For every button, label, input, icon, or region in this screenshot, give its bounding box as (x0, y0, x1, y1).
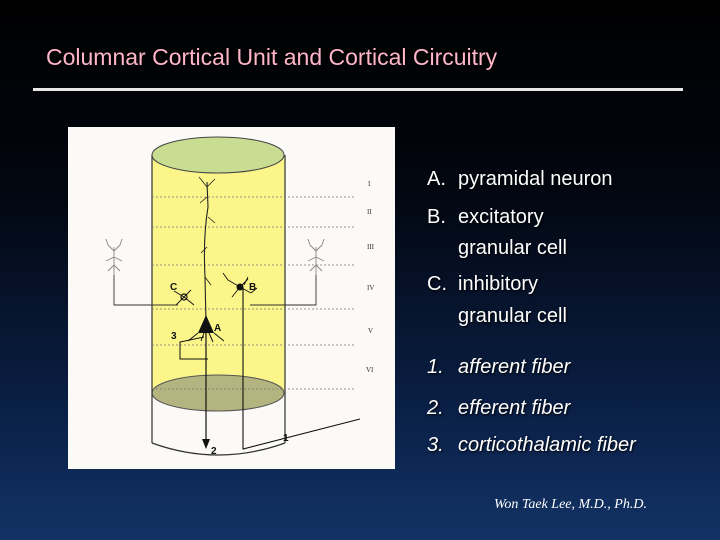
fiber-label-2: 2 (211, 446, 217, 457)
legend-item-b: B. excitatory (427, 206, 544, 229)
legend-text-3: corticothalamic fiber (458, 434, 636, 456)
layer-label-5: V (368, 327, 373, 335)
left-lateral-connection (113, 275, 178, 306)
legend-text-b-line2: granular cell (458, 237, 567, 259)
legend-key-2: 2. (427, 397, 444, 419)
right-side-neuron (307, 238, 325, 275)
column-top-cap (151, 136, 285, 174)
afferent-fiber (242, 287, 361, 450)
legend-item-c: C. inhibitory (427, 273, 538, 296)
inhibitory-cell-dendrites (173, 289, 195, 306)
pyramidal-neuron-soma (198, 315, 214, 333)
legend-key-b: B. (427, 206, 446, 228)
apical-dendrite (203, 181, 209, 324)
excitatory-cell-dendrites (222, 272, 258, 298)
legend-text-1: afferent fiber (458, 356, 571, 378)
column-bottom-rim (151, 442, 286, 456)
legend-text-a: pyramidal neuron (458, 168, 613, 190)
corticothalamic-fiber (179, 336, 208, 360)
right-lateral-connection (250, 275, 317, 306)
legend-item-fiber-3: 3. corticothalamic fiber (427, 434, 636, 457)
slide-title: Columnar Cortical Unit and Cortical Circ… (46, 44, 498, 70)
legend-item-fiber-1: 1. afferent fiber (427, 356, 570, 379)
fiber-label-3: 3 (171, 331, 177, 342)
legend-key-a: A. (427, 168, 446, 190)
cortical-column-diagram: I II III IV V VI A 2 3 1 B C (105, 136, 375, 457)
efferent-arrowhead (202, 439, 210, 449)
legend-key-c: C. (427, 273, 447, 295)
cortical-column-figure: I II III IV V VI A 2 3 1 B C (68, 127, 395, 469)
legend-item-a: A. pyramidal neuron (427, 168, 613, 191)
legend-text-b-line1: excitatory (458, 206, 544, 228)
left-side-neuron (105, 238, 123, 275)
legend-key-1: 1. (427, 356, 444, 378)
column-base (151, 374, 285, 412)
layer-label-2: II (367, 208, 372, 216)
legend-key-3: 3. (427, 434, 444, 456)
author-credit: Won Taek Lee, M.D., Ph.D. (494, 497, 647, 512)
layer-label-1: I (368, 180, 371, 188)
legend-text-c-line1: inhibitory (458, 273, 539, 295)
fiber-label-1: 1 (283, 433, 289, 444)
basal-dendrites (187, 332, 225, 343)
layer-label-3: III (367, 243, 375, 251)
cell-label-b: B (249, 282, 256, 293)
cell-label-a: A (214, 323, 221, 334)
layer-labels: I II III IV V VI (366, 180, 375, 374)
cell-label-c: C (170, 282, 177, 293)
layer-boundaries (152, 196, 354, 390)
column-body (152, 155, 285, 393)
legend-text-2: efferent fiber (458, 397, 571, 419)
title-divider (33, 88, 683, 91)
dendrite-branches (198, 176, 216, 286)
legend-text-c-line2: granular cell (458, 305, 567, 327)
layer-label-6: VI (366, 366, 374, 374)
layer-label-4: IV (367, 284, 374, 292)
inhibitory-cell-soma (180, 293, 188, 301)
legend-item-fiber-2: 2. efferent fiber (427, 397, 570, 420)
